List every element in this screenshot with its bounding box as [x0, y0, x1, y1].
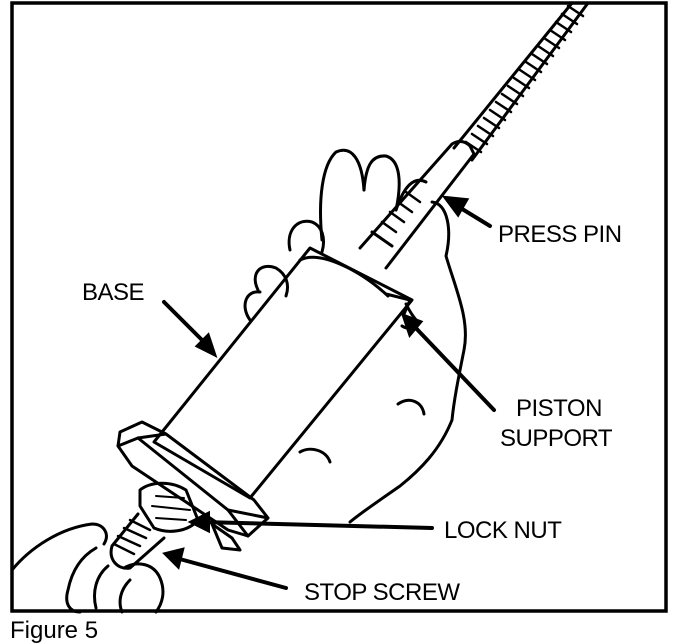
- base-arrow: [162, 300, 210, 348]
- label-lock-nut: LOCK NUT: [444, 517, 562, 544]
- label-stop-screw: STOP SCREW: [304, 579, 460, 606]
- stop-screw-arrow: [174, 556, 288, 590]
- threaded-rod: [452, 1, 590, 162]
- lower-hand: [10, 522, 165, 614]
- lock-nut-arrow: [200, 520, 434, 530]
- label-support: SUPPORT: [500, 425, 613, 452]
- base: [152, 246, 420, 500]
- hand: [243, 148, 467, 524]
- label-base: BASE: [82, 279, 144, 306]
- label-piston: PISTON: [516, 395, 602, 422]
- stop-screw: [109, 512, 166, 570]
- piston-support-arrow: [410, 322, 496, 412]
- label-press-pin: PRESS PIN: [498, 221, 622, 248]
- lock-nut-assembly: [116, 420, 270, 552]
- figure-caption: Figure 5: [10, 617, 98, 644]
- figure-frame: [10, 1, 668, 613]
- tool-drawing: [10, 1, 590, 614]
- press-pin: [358, 139, 476, 270]
- leader-arrows: [162, 195, 496, 590]
